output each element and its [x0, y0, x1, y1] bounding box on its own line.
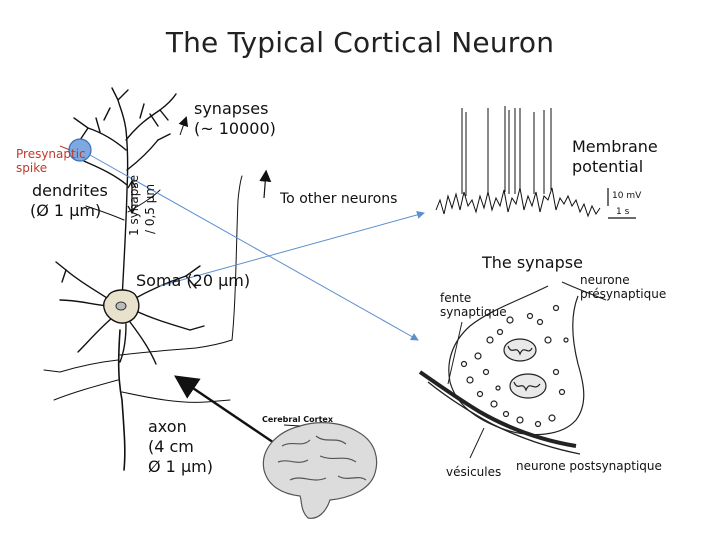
page-title: The Typical Cortical Neuron	[165, 26, 555, 59]
one-synapse-label: 1 synapse	[127, 174, 141, 236]
scale-mv-label: 10 mV	[612, 191, 642, 201]
the-synapse-label: The synapse	[482, 253, 583, 272]
axon-diameter-label: Ø 1 µm)	[148, 457, 213, 476]
presynaptic-label: Presynaptic	[16, 147, 86, 161]
cerebral-cortex-label: Cerebral Cortex	[262, 415, 333, 424]
synapse-drawing	[418, 281, 607, 459]
synapses-label: synapses	[194, 99, 269, 118]
synaptique-label: synaptique	[440, 305, 507, 319]
dendrites-size-label: (Ø 1 µm)	[30, 201, 102, 220]
soma-nucleus	[115, 301, 127, 311]
vesicules-label: vésicules	[446, 465, 502, 479]
potential-label: potential	[572, 157, 644, 176]
neurone-presynaptique-label: neurone	[580, 273, 630, 287]
to-other-neurons-label: To other neurons	[280, 191, 398, 207]
scale-s-label: 1 s	[616, 207, 630, 217]
dendrites-label: dendrites	[32, 181, 108, 200]
axon-label: axon	[148, 417, 187, 436]
synapse-spacing-label: / 0,5 µm	[143, 183, 157, 234]
membrane-trace	[435, 106, 636, 219]
neurone-postsynaptique-label: neurone postsynaptique	[516, 459, 662, 473]
synapses-count-label: (~ 10000)	[194, 119, 276, 138]
neuron-drawing	[43, 87, 243, 471]
arrow-to-synapse	[89, 154, 419, 341]
arrow-to-membrane	[159, 211, 425, 287]
presynaptic-spike-label: spike	[16, 161, 48, 175]
presynaptique-label: présynaptique	[580, 287, 667, 301]
soma-label: Soma (20 µm)	[136, 271, 251, 290]
axon-length-label: (4 cm	[148, 437, 194, 456]
fente-label: fente	[440, 291, 472, 305]
membrane-label: Membrane	[572, 137, 658, 156]
brain-illustration	[262, 422, 378, 519]
